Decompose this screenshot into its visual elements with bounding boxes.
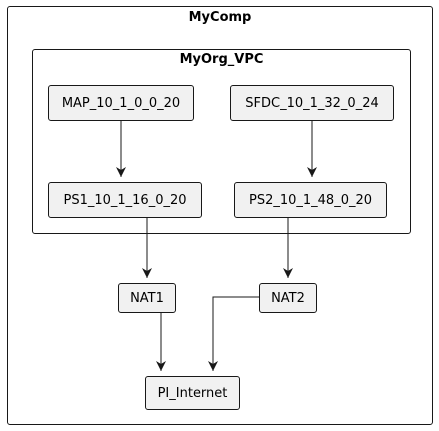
node-ps2[interactable]: PS2_10_1_48_0_20	[234, 182, 387, 218]
node-nat1[interactable]: NAT1	[118, 283, 176, 313]
mycomp-frame-title: MyComp	[188, 10, 252, 25]
node-nat2[interactable]: NAT2	[259, 283, 317, 313]
vpc-frame: MyOrg_VPC	[32, 49, 411, 234]
node-ps1[interactable]: PS1_10_1_16_0_20	[48, 182, 202, 218]
vpc-frame-title: MyOrg_VPC	[179, 52, 264, 67]
node-sfdc[interactable]: SFDC_10_1_32_0_24	[230, 85, 394, 121]
node-internet[interactable]: PI_Internet	[145, 376, 240, 410]
mycomp-frame: MyComp	[7, 6, 433, 425]
node-map[interactable]: MAP_10_1_0_0_20	[48, 85, 194, 121]
